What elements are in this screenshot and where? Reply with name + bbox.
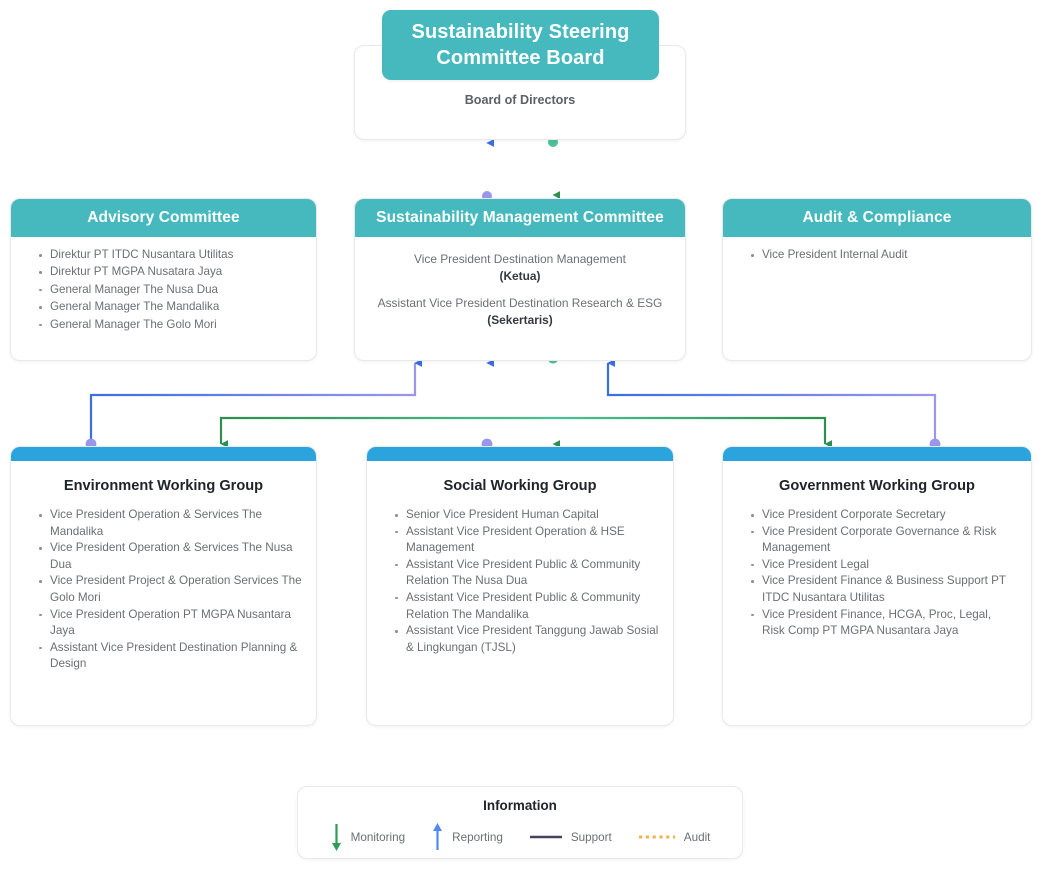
list-item: Vice President Finance & Business Suppor… [751,573,1017,606]
sustainability-management-committee-title: Sustainability Management Committee [355,199,685,237]
audit-compliance-member-list: Vice President Internal Audit [737,247,1017,263]
advisory-committee-member-list: Direktur PT ITDC Nusantara Utilitas Dire… [25,247,302,333]
wire-monitoring-smc-env [219,416,553,448]
audit-compliance-title: Audit & Compliance [723,199,1031,237]
environment-working-group-card: Environment Working Group Vice President… [10,446,317,726]
list-item: General Manager The Mandalika [39,299,302,315]
wire-reporting-gov-smc [606,359,941,450]
list-item: Vice President Operation & Services The … [39,507,302,540]
legend-item-reporting: Reporting [431,822,503,852]
list-item: Vice President Project & Operation Servi… [39,573,302,606]
smc-secretary-tag: (Sekertaris) [487,312,553,327]
smc-chair-tag: (Ketua) [499,268,541,283]
legend-label-monitoring: Monitoring [350,830,406,844]
list-item: Assistant Vice President Public & Commun… [395,557,659,590]
smc-secretary-line: Assistant Vice President Destination Res… [369,295,671,328]
environment-working-group-member-list: Vice President Operation & Services The … [25,507,302,673]
list-item: Vice President Corporate Secretary [751,507,1017,524]
legend-label-reporting: Reporting [452,830,503,844]
audit-compliance-card: Audit & Compliance Vice President Intern… [722,198,1032,361]
legend-item-audit: Audit [638,830,711,844]
list-item: Vice President Operation & Services The … [39,540,302,573]
legend-item-support: Support [529,831,612,844]
wire-board-smc-monitoring [548,137,560,199]
legend-title: Information [483,798,557,813]
environment-working-group-title: Environment Working Group [63,478,264,494]
list-item: General Manager The Golo Mori [39,317,302,333]
smc-secretary-role: Assistant Vice President Destination Res… [377,296,663,310]
list-item: Vice President Operation PT MGPA Nusanta… [39,607,302,640]
board-of-directors-label: Board of Directors [464,93,576,107]
legend-panel: Information Monitoring Reporting [297,786,743,859]
arrow-up-icon [433,823,443,850]
social-working-group-member-list: Senior Vice President Human Capital Assi… [381,507,659,656]
list-item: Senior Vice President Human Capital [395,507,659,524]
advisory-committee-card: Advisory Committee Direktur PT ITDC Nusa… [10,198,317,361]
list-item: General Manager The Nusa Dua [39,282,302,298]
legend-item-monitoring: Monitoring [330,822,406,852]
arrow-down-icon [331,824,341,851]
advisory-committee-title: Advisory Committee [11,199,316,237]
wire-monitoring-smc-gov [553,416,832,448]
wire-board-smc-reporting [482,139,495,201]
list-item: Assistant Vice President Destination Pla… [39,640,302,673]
government-working-group-member-list: Vice President Corporate Secretary Vice … [737,507,1017,640]
wire-reporting-soc-smc [481,359,495,450]
steering-committee-title: Sustainability Steering Committee Board [411,21,630,69]
dotted-line-icon [638,835,675,839]
list-item: Direktur PT ITDC Nusantara Utilitas [39,247,302,263]
wire-reporting-env-smc [85,359,423,450]
smc-chair-line: Vice President Destination Management (K… [369,251,671,284]
government-working-group-card: Government Working Group Vice President … [722,446,1032,726]
list-item: Vice President Legal [751,557,1017,574]
solid-line-icon [529,835,562,839]
wg-accent-bar [11,447,316,461]
sustainability-management-committee-card: Sustainability Management Committee Vice… [354,198,686,361]
list-item: Assistant Vice President Tanggung Jawab … [395,623,659,656]
legend-label-support: Support [570,830,612,844]
list-item: Vice President Corporate Governance & Ri… [751,524,1017,557]
list-item: Vice President Internal Audit [751,247,1017,263]
government-working-group-title: Government Working Group [779,478,975,494]
wg-accent-bar [367,447,673,461]
steering-committee-badge: Sustainability Steering Committee Board [382,10,659,80]
list-item: Direktur PT MGPA Nusatara Jaya [39,264,302,280]
social-working-group-title: Social Working Group [443,478,597,494]
social-working-group-card: Social Working Group Senior Vice Preside… [366,446,674,726]
list-item: Vice President Finance, HCGA, Proc, Lega… [751,607,1017,640]
wg-accent-bar [723,447,1031,461]
smc-chair-role: Vice President Destination Management [414,252,626,266]
wire-monitoring-smc-soc [547,352,560,448]
list-item: Assistant Vice President Public & Commun… [395,590,659,623]
legend-label-audit: Audit [683,830,711,844]
list-item: Assistant Vice President Operation & HSE… [395,524,659,557]
